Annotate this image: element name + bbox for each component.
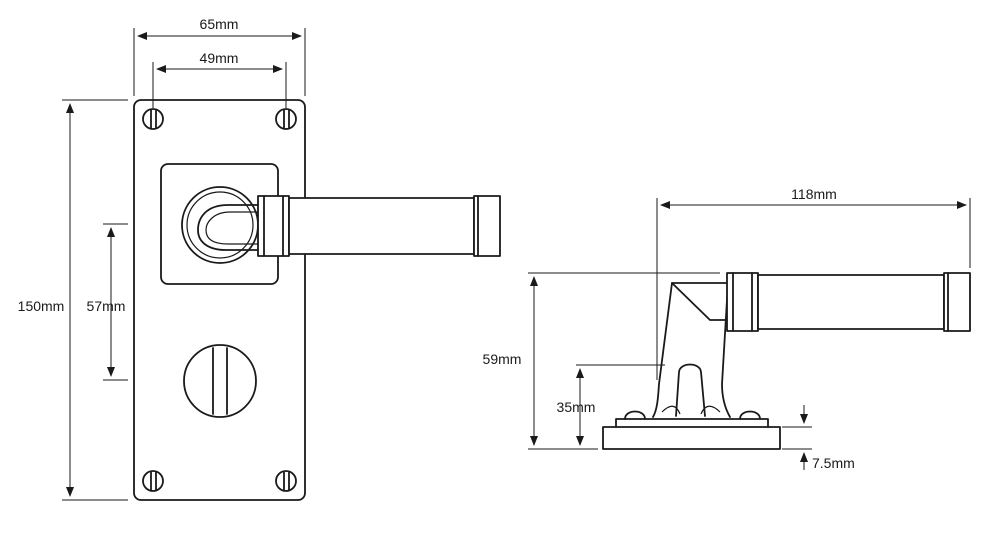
dim-plate-width: 65mm [133, 16, 306, 96]
dim-plate-thickness: 7.5mm [782, 405, 855, 471]
round-rose-inner [186, 191, 254, 259]
screw-bottom-left [142, 470, 164, 492]
dim-rose-height: 35mm [557, 364, 665, 446]
dim-lever-length: 118mm [656, 186, 971, 380]
side-view: 118mm 59mm 35mm 7.5mm [483, 186, 971, 471]
lever-to-turn-label: 57mm [87, 298, 126, 314]
screw-spacing-label: 49mm [200, 50, 239, 66]
rose-height-label: 35mm [557, 399, 596, 415]
backplate [133, 99, 306, 501]
screw-top-right [275, 108, 297, 130]
screw-top-left [142, 108, 164, 130]
lever-length-label: 118mm [791, 186, 837, 202]
dim-lever-height: 59mm [483, 272, 720, 450]
side-stem [652, 282, 731, 418]
dim-lever-to-turn: 57mm [87, 223, 128, 381]
lever-bar [257, 195, 501, 257]
dim-plate-height: 150mm [18, 99, 128, 501]
dim-screw-spacing: 49mm [152, 50, 287, 108]
thumb-turn [183, 344, 257, 418]
side-rose-step [615, 418, 769, 428]
screw-bottom-right [275, 470, 297, 492]
side-lever-bar [726, 272, 971, 332]
lever-neck [197, 204, 259, 251]
lever-height-label: 59mm [483, 351, 522, 367]
round-rose-outer [181, 186, 259, 264]
front-view: 65mm 49mm 150mm 57mm [18, 16, 501, 501]
side-stem-slot [675, 363, 706, 417]
plate-thickness-label: 7.5mm [812, 455, 855, 471]
plate-height-label: 150mm [18, 298, 65, 314]
plate-width-label: 65mm [200, 16, 239, 32]
side-base-plate [602, 426, 781, 450]
